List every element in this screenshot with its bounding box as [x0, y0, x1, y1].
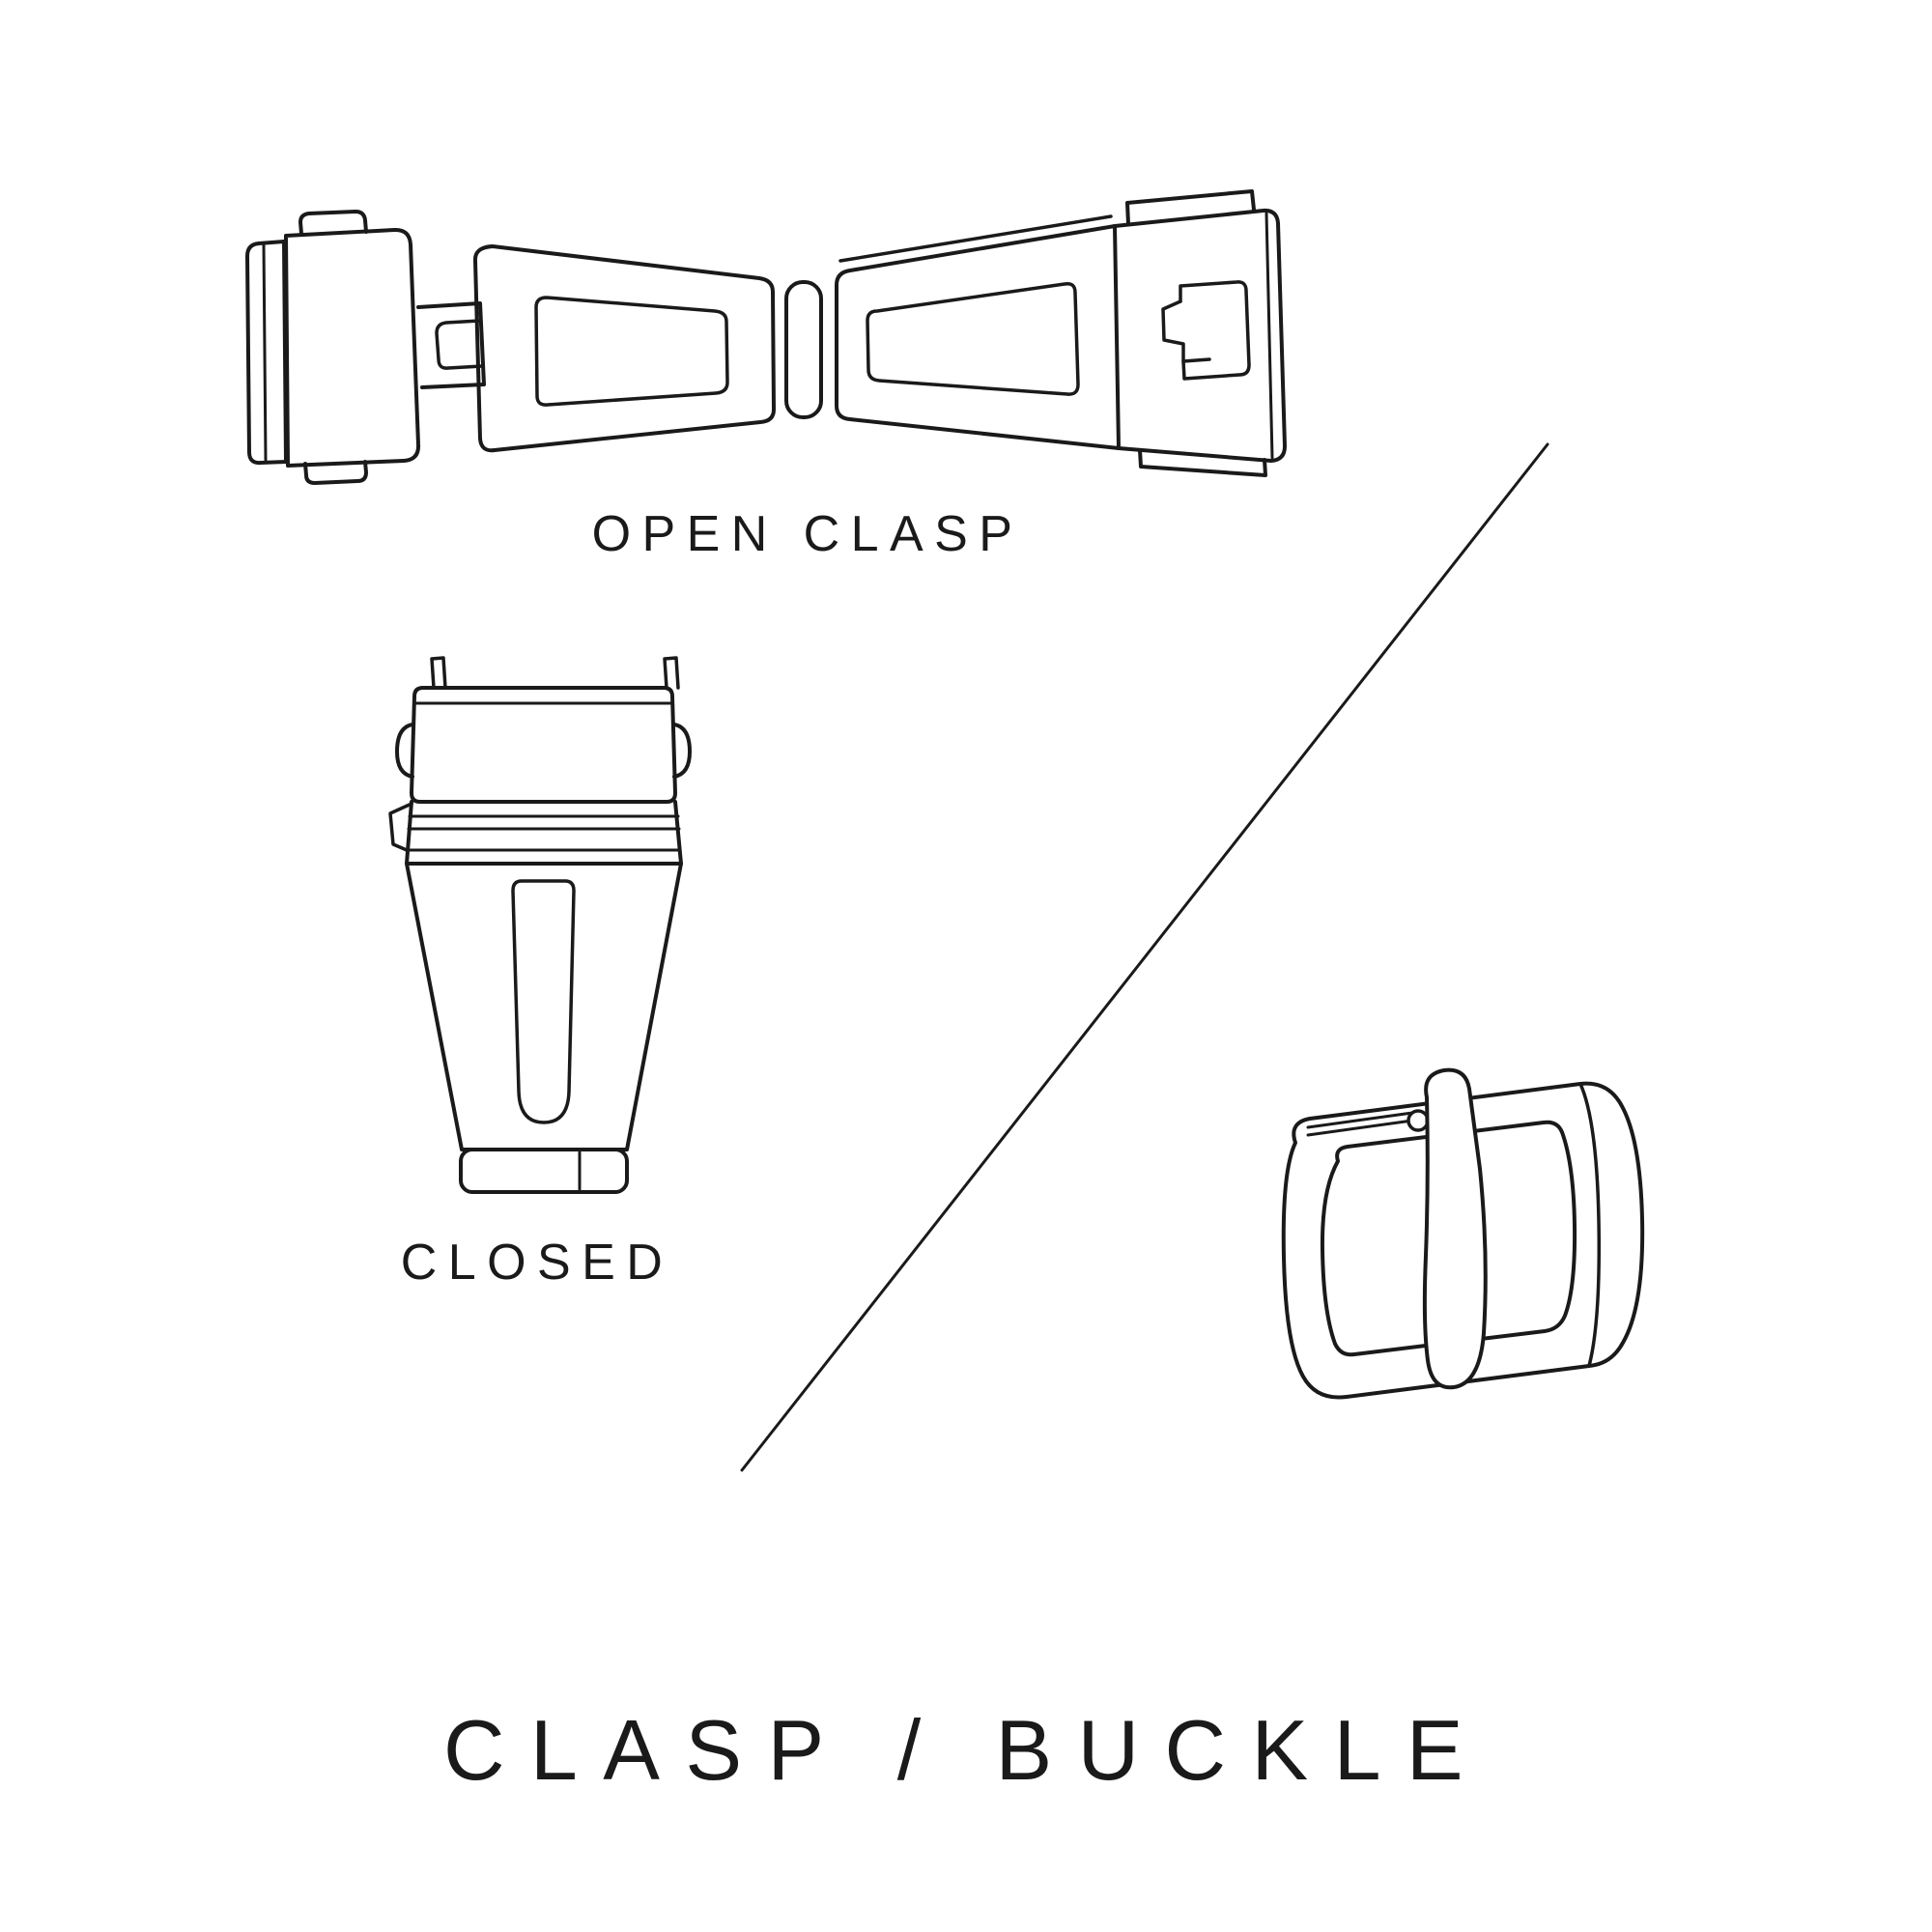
diagonal-divider-line	[740, 442, 1549, 1472]
open-clasp-illustration	[245, 189, 1287, 485]
open-clasp-caption: OPEN CLASP	[591, 506, 1024, 562]
closed-clasp-illustration	[388, 656, 692, 1194]
buckle-illustration	[1281, 1067, 1645, 1400]
closed-clasp-caption: CLOSED	[400, 1235, 674, 1291]
page-title: CLASP / BUCKLE	[442, 1702, 1490, 1798]
